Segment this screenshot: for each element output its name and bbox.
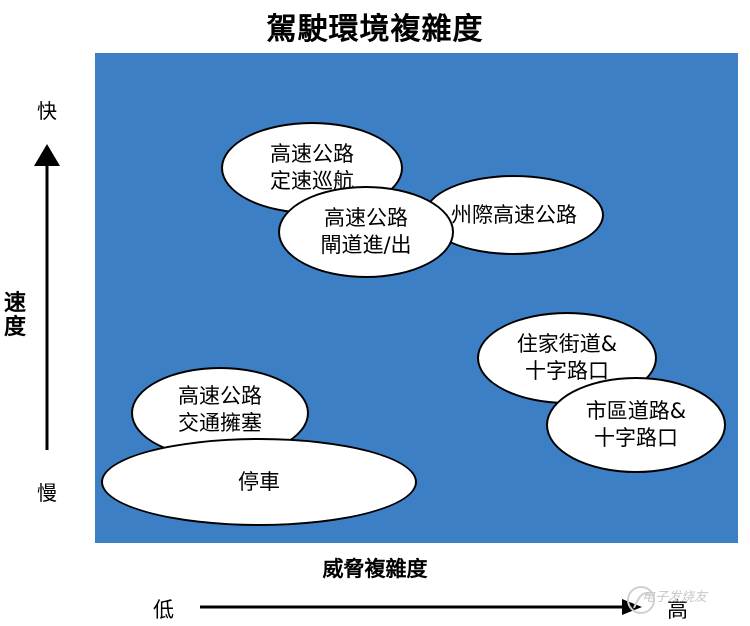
x-axis-high-label: 高 xyxy=(667,598,688,622)
ellipse-highway-ramp: 高速公路 閘道進/出 xyxy=(278,186,454,278)
ellipse-highway-ramp-line2: 閘道進/出 xyxy=(320,233,412,257)
y-axis-arrow xyxy=(34,144,60,450)
ellipse-highway-ramp-line1: 高速公路 xyxy=(324,206,408,230)
x-axis-low-label: 低 xyxy=(153,598,174,622)
ellipse-traffic-jam-line2: 交通擁塞 xyxy=(178,411,262,435)
ellipse-city-line2: 十字路口 xyxy=(594,426,678,450)
ellipse-highway-cruise: 高速公路 定速巡航 xyxy=(221,122,403,214)
y-axis-arrowhead xyxy=(34,144,60,166)
x-axis-arrow xyxy=(200,599,642,615)
ellipse-traffic-jam-line1: 高速公路 xyxy=(178,384,262,408)
watermark-circle xyxy=(627,586,655,614)
ellipse-city-line1: 市區道路& xyxy=(585,399,687,423)
watermark-swirl xyxy=(633,592,650,609)
y-axis-low-label: 慢 xyxy=(37,481,57,505)
y-axis-high-label: 快 xyxy=(37,99,57,123)
diagram-title: 駕駛環境複雜度 xyxy=(266,12,484,47)
ellipse-highway-cruise-line1: 高速公路 xyxy=(270,142,354,166)
ellipse-city: 市區道路& 十字路口 xyxy=(546,377,726,473)
ellipse-parking-line1: 停車 xyxy=(238,469,280,494)
ellipse-interstate-line1: 州際高速公路 xyxy=(451,202,577,227)
ellipse-residential-line1: 住家街道& xyxy=(516,332,618,356)
ellipse-residential-line2: 十字路口 xyxy=(525,359,609,383)
watermark-logo xyxy=(627,586,655,614)
x-axis-label: 威脅複雜度 xyxy=(322,557,428,581)
y-axis-label: 速度 xyxy=(4,291,27,340)
watermark-text: 电子发烧友 xyxy=(642,590,708,605)
x-axis-arrowhead xyxy=(622,599,642,615)
ellipse-parking: 停車 xyxy=(101,438,417,526)
